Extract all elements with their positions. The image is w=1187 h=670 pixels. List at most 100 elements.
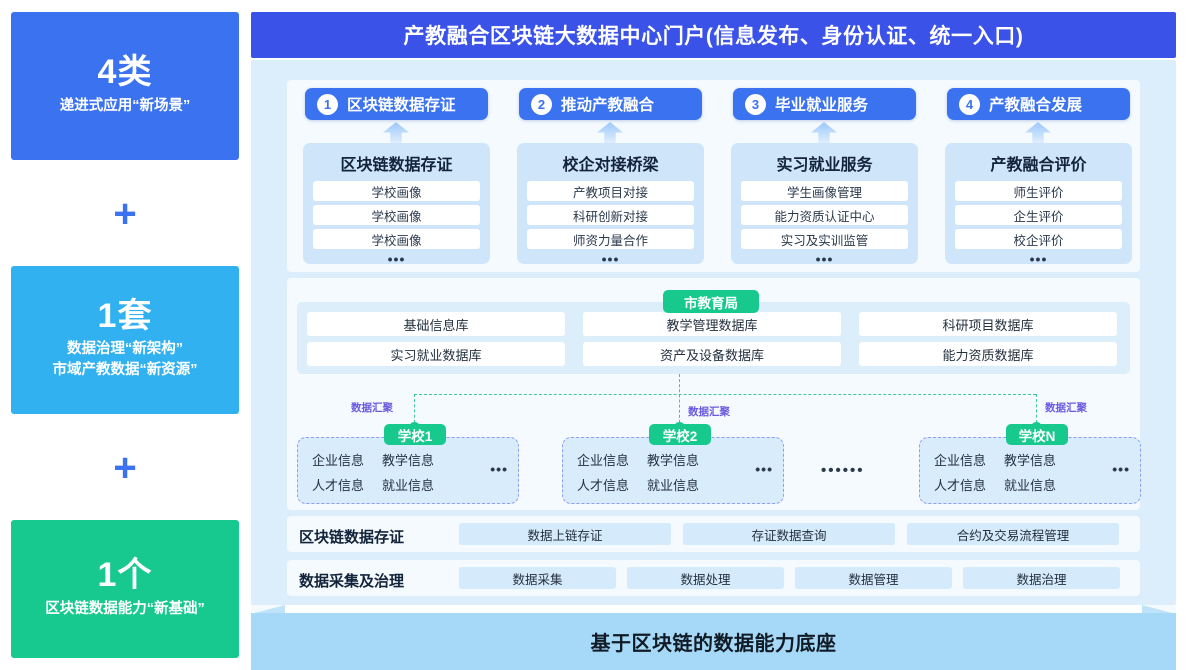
scenario-card-1: 区块链数据存证 学校画像 学校画像 学校画像 ••• <box>303 143 490 266</box>
plus-sign-1: + <box>113 192 137 236</box>
plus-sign-2: + <box>113 446 137 490</box>
aggregation-drop-2 <box>679 374 680 428</box>
school-info-item: 教学信息 <box>1004 453 1057 468</box>
database-cell[interactable]: 实习就业数据库 <box>307 342 565 366</box>
scenario-pill-label-1: 区块链数据存证 <box>347 97 456 114</box>
school-info-item: 教学信息 <box>647 453 700 468</box>
bottom-row-cell[interactable]: 合约及交易流程管理 <box>907 523 1119 545</box>
scenario-pill-2[interactable]: 2 推动产教融合 <box>519 88 702 120</box>
scenario-number-3: 3 <box>745 93 766 115</box>
aggregation-label-2: 数据汇聚 <box>688 406 730 418</box>
database-cell[interactable]: 能力资质数据库 <box>859 342 1117 366</box>
database-cell[interactable]: 基础信息库 <box>307 312 565 336</box>
bottom-row-cell[interactable]: 数据管理 <box>795 567 952 589</box>
base-bevel-left <box>251 605 285 614</box>
scenario-card-item[interactable]: 师资力量合作 <box>527 229 694 249</box>
school-info-item: 就业信息 <box>382 478 435 493</box>
scenario-card-item[interactable]: 学校画像 <box>313 205 480 225</box>
scenario-card-item[interactable]: 学校画像 <box>313 229 480 249</box>
school-badge-1: 学校1 <box>384 424 446 445</box>
scenario-card-3: 实习就业服务 学生画像管理 能力资质认证中心 实习及实训监管 ••• <box>731 143 918 267</box>
scenario-card-item[interactable]: 实习及实训监管 <box>741 229 908 249</box>
scenario-number-4: 4 <box>959 93 980 115</box>
aggregation-bus-line <box>414 394 1036 395</box>
school-info-item: 企业信息 <box>312 453 365 468</box>
scenario-pill-label-4: 产教融合发展 <box>989 97 1083 114</box>
scenario-pill-3[interactable]: 3 毕业就业服务 <box>733 88 916 120</box>
sidebar-card-blockchain: 1个 区块链数据能力“新基础” <box>11 520 239 658</box>
school-info-item: 教学信息 <box>382 453 435 468</box>
aggregation-drop-3 <box>1036 394 1037 428</box>
school-box-n: 企业信息 教学信息 人才信息 就业信息 ••• <box>919 437 1141 504</box>
scenario-card-title-2: 校企对接桥梁 <box>562 157 659 174</box>
foundation-title: 基于区块链的数据能力底座 <box>590 633 837 655</box>
aggregation-label-3: 数据汇聚 <box>1045 402 1087 414</box>
bottom-row-cell[interactable]: 存证数据查询 <box>683 523 895 545</box>
bottom-row-label-1: 区块链数据存证 <box>299 529 405 546</box>
school-badge-3: 学校N <box>1006 424 1068 445</box>
school-info-grid: 企业信息 教学信息 人才信息 就业信息 <box>934 450 1056 494</box>
sidebar-card-2-sub: 区块链数据能力“新基础” <box>45 600 205 617</box>
scenario-number-2: 2 <box>531 93 552 115</box>
scenario-card-title-1: 区块链数据存证 <box>340 157 453 174</box>
bottom-row-cell[interactable]: 数据处理 <box>627 567 784 589</box>
scenario-card-item[interactable]: 学生画像管理 <box>741 181 908 201</box>
scenario-pill-4[interactable]: 4 产教融合发展 <box>947 88 1130 120</box>
school-info-item: 人才信息 <box>577 478 630 493</box>
scenario-card-2: 校企对接桥梁 产教项目对接 科研创新对接 师资力量合作 ••• <box>517 143 704 267</box>
scenario-card-more-dots-3: ••• <box>815 251 834 267</box>
scenario-number-1: 1 <box>317 93 338 115</box>
school-info-item: 企业信息 <box>934 453 987 468</box>
foundation-base: 基于区块链的数据能力底座 <box>251 613 1176 670</box>
school-info-item: 企业信息 <box>577 453 630 468</box>
scenario-card-more-dots-4: ••• <box>1029 251 1048 267</box>
school-more-dots-n: ••• <box>1112 461 1130 477</box>
scenario-pill-1[interactable]: 1 区块链数据存证 <box>305 88 488 120</box>
main-area: 产教融合区块链大数据中心门户(信息发布、身份认证、统一入口) 1 区块链数据存证… <box>251 12 1176 670</box>
base-bevel-right <box>1142 605 1176 614</box>
schools-ellipsis: •••••• <box>821 462 865 479</box>
school-info-item: 就业信息 <box>647 478 700 493</box>
database-cell[interactable]: 资产及设备数据库 <box>583 342 841 366</box>
bottom-row-cell[interactable]: 数据采集 <box>459 567 616 589</box>
bottom-row-label-2: 数据采集及治理 <box>299 573 405 590</box>
scenario-card-item[interactable]: 科研创新对接 <box>527 205 694 225</box>
sidebar-card-2-big: 1个 <box>97 556 153 595</box>
aggregation-label-1: 数据汇聚 <box>351 402 393 414</box>
sidebar-card-governance: 1套 数据治理“新架构” 市域产教数据“新资源” <box>11 266 239 414</box>
school-info-item: 人才信息 <box>934 478 987 493</box>
left-sidebar: 4类 递进式应用“新场景” + 1套 数据治理“新架构” 市域产教数据“新资源”… <box>11 12 239 658</box>
bureau-badge: 市教育局 <box>663 290 759 313</box>
scenario-card-more-dots-2: ••• <box>601 251 620 267</box>
scenario-card-4: 产教融合评价 师生评价 企生评价 校企评价 ••• <box>945 143 1132 267</box>
sidebar-card-scenarios: 4类 递进式应用“新场景” <box>11 12 239 160</box>
scenario-card-item[interactable]: 校企评价 <box>955 229 1122 249</box>
school-info-item: 就业信息 <box>1004 478 1057 493</box>
scenario-card-item[interactable]: 产教项目对接 <box>527 181 694 201</box>
database-cell[interactable]: 科研项目数据库 <box>859 312 1117 336</box>
bottom-row-cell[interactable]: 数据治理 <box>963 567 1120 589</box>
sidebar-card-0-sub: 递进式应用“新场景” <box>59 97 191 114</box>
database-cell[interactable]: 教学管理数据库 <box>583 312 841 336</box>
school-more-dots-1: ••• <box>490 461 508 477</box>
sidebar-card-1-big: 1套 <box>97 296 153 335</box>
school-box-1: 企业信息 教学信息 人才信息 就业信息 ••• <box>297 437 519 504</box>
sidebar-card-1-sub-line1: 数据治理“新架构” <box>67 341 183 358</box>
scenario-card-item[interactable]: 学校画像 <box>313 181 480 201</box>
sidebar-card-1-sub-line2: 市域产教数据“新资源” <box>52 362 198 379</box>
scenario-card-title-3: 实习就业服务 <box>776 157 873 174</box>
portal-title-bar: 产教融合区块链大数据中心门户(信息发布、身份认证、统一入口) <box>251 12 1176 58</box>
school-more-dots-2: ••• <box>755 461 773 477</box>
school-info-grid: 企业信息 教学信息 人才信息 就业信息 <box>577 450 699 494</box>
sidebar-card-0-big: 4类 <box>97 53 153 92</box>
scenario-card-item[interactable]: 企生评价 <box>955 205 1122 225</box>
scenario-card-item[interactable]: 师生评价 <box>955 181 1122 201</box>
scenario-card-item[interactable]: 能力资质认证中心 <box>741 205 908 225</box>
bottom-row-cell[interactable]: 数据上链存证 <box>459 523 671 545</box>
page-title: 产教融合区块链大数据中心门户(信息发布、身份认证、统一入口) <box>403 25 1024 48</box>
scenario-pill-label-2: 推动产教融合 <box>561 97 655 114</box>
aggregation-drop-1 <box>414 394 415 428</box>
school-info-item: 人才信息 <box>312 478 365 493</box>
scenario-pill-label-3: 毕业就业服务 <box>775 97 869 114</box>
